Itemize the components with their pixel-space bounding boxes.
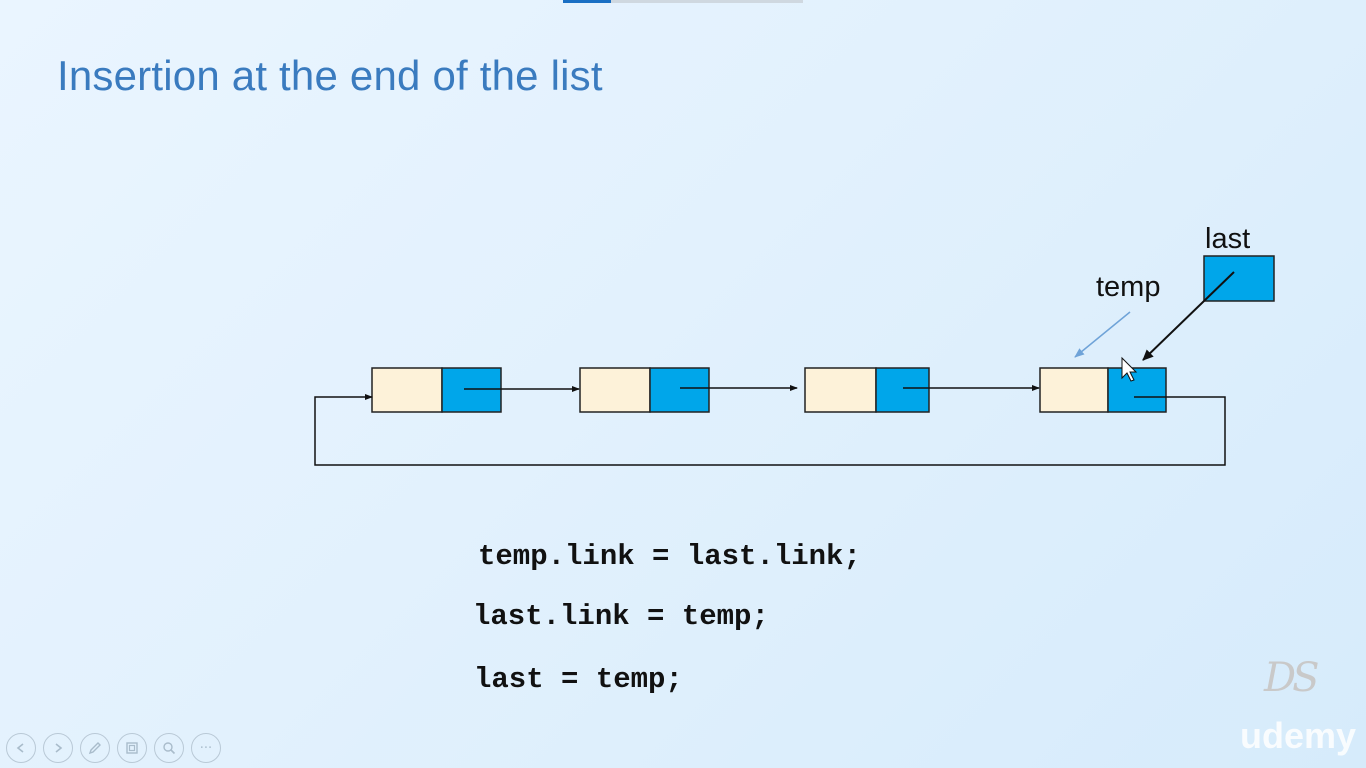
last-pointer-box: [1203, 255, 1275, 302]
node-3-data: [804, 367, 877, 413]
list-node-2: [579, 367, 710, 413]
node-2-link: [649, 367, 710, 413]
temp-label: temp: [1096, 271, 1160, 303]
slide-progress-bar: [563, 0, 803, 3]
ds-watermark-logo: DS: [1264, 655, 1320, 701]
slides-icon[interactable]: [117, 733, 147, 763]
list-node-1: [371, 367, 502, 413]
last-label: last: [1205, 223, 1250, 255]
node-2-data: [579, 367, 651, 413]
pen-icon[interactable]: [80, 733, 110, 763]
mouse-cursor-icon: [1121, 356, 1138, 382]
slide-progress-fill: [563, 0, 611, 3]
zoom-icon[interactable]: [154, 733, 184, 763]
node-3-link: [875, 367, 930, 413]
slideshow-controls: ···: [6, 733, 221, 763]
temp-pointer-arrow: [1074, 311, 1131, 358]
node-4-data: [1039, 367, 1109, 413]
slide-title: Insertion at the end of the list: [57, 52, 603, 99]
previous-icon[interactable]: [6, 733, 36, 763]
code-line-1: temp.link = last.link;: [478, 540, 861, 573]
code-line-2: last.link = temp;: [473, 600, 769, 633]
last-pointer-arrow: [1142, 271, 1235, 361]
node-1-link: [441, 367, 502, 413]
node-1-data: [371, 367, 443, 413]
code-line-3: last = temp;: [474, 663, 683, 696]
next-icon[interactable]: [43, 733, 73, 763]
node-4-link: [1107, 367, 1167, 413]
list-node-3: [804, 367, 930, 413]
more-icon[interactable]: ···: [191, 733, 221, 763]
list-node-4: [1039, 367, 1167, 413]
circular-link-arrow: [314, 394, 1226, 466]
udemy-watermark-logo: udemy: [1240, 715, 1357, 756]
